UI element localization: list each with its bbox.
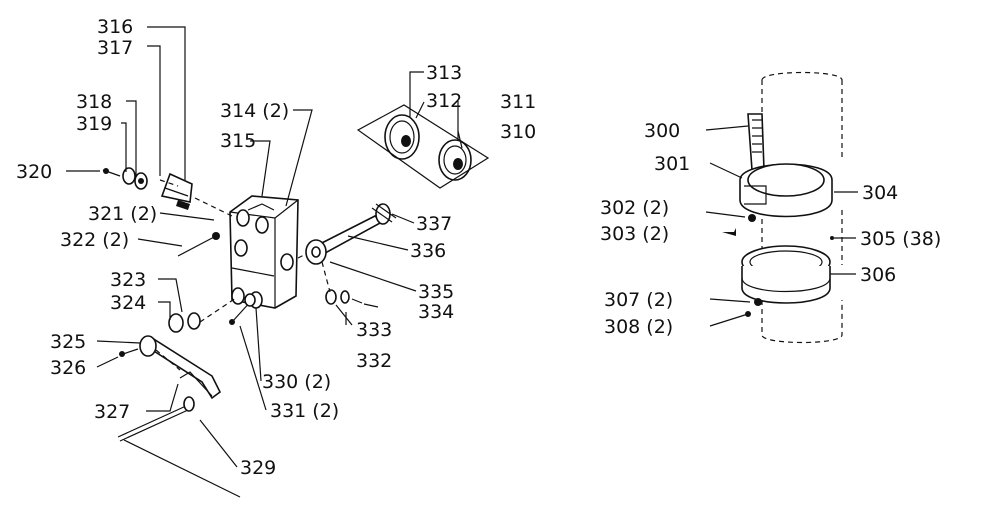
ring-306: [741, 245, 831, 306]
label-311: 311: [500, 91, 536, 113]
washers-332-333: [325, 289, 363, 305]
label-334: 334: [418, 301, 454, 323]
label-337: 337: [416, 213, 452, 235]
part-labels: 316 317 318 319 320 321 (2) 322 (2) 323 …: [16, 16, 941, 479]
label-322: 322 (2): [60, 229, 129, 251]
label-320: 320: [16, 161, 52, 183]
label-333: 333: [356, 319, 392, 341]
label-327: 327: [94, 401, 130, 423]
label-310: 310: [500, 121, 536, 143]
label-335: 335: [418, 281, 454, 303]
washers-323-324: [168, 312, 201, 333]
label-331: 331 (2): [270, 400, 339, 422]
screw-326: [119, 348, 139, 357]
ring-304: [739, 163, 833, 222]
label-306: 306: [860, 264, 896, 286]
label-304: 304: [862, 182, 898, 204]
label-303: 303 (2): [600, 223, 669, 245]
label-300: 300: [644, 120, 680, 142]
label-312: 312: [426, 90, 462, 112]
screw-322: [177, 232, 220, 257]
bracket-316: [160, 172, 193, 210]
label-329: 329: [240, 457, 276, 479]
gear-313: [384, 114, 420, 160]
bearing-335: [305, 239, 327, 265]
label-332: 332: [356, 350, 392, 372]
lever-327: [139, 335, 222, 400]
label-305: 305 (38): [860, 228, 941, 250]
label-319: 319: [76, 113, 112, 135]
label-325: 325: [50, 331, 86, 353]
label-314: 314 (2): [220, 100, 289, 122]
label-313: 313: [426, 62, 462, 84]
leader-lines-right: [705, 125, 858, 327]
gear-311: [438, 139, 472, 181]
leader-lines-left: [66, 26, 463, 498]
label-330: 330 (2): [262, 371, 331, 393]
label-308: 308 (2): [604, 316, 673, 338]
housing-315: [229, 195, 299, 309]
label-302: 302 (2): [600, 197, 669, 219]
label-317: 317: [97, 37, 133, 59]
handle-329: [117, 396, 195, 442]
label-315: 315: [220, 130, 256, 152]
right-assembly: [705, 71, 858, 344]
label-323: 323: [110, 269, 146, 291]
gear-plane: [356, 104, 490, 189]
label-316: 316: [97, 16, 133, 38]
label-326: 326: [50, 357, 86, 379]
assembly-lines-left: [155, 179, 331, 371]
screws-330-331: [229, 293, 256, 325]
label-307: 307 (2): [604, 289, 673, 311]
label-318: 318: [76, 91, 112, 113]
screw-320: [102, 168, 121, 177]
washers-318-319: [122, 167, 148, 190]
label-336: 336: [410, 240, 446, 262]
label-321: 321 (2): [88, 203, 157, 225]
left-assembly: [66, 26, 490, 498]
label-301: 301: [654, 153, 690, 175]
label-324: 324: [110, 292, 146, 314]
